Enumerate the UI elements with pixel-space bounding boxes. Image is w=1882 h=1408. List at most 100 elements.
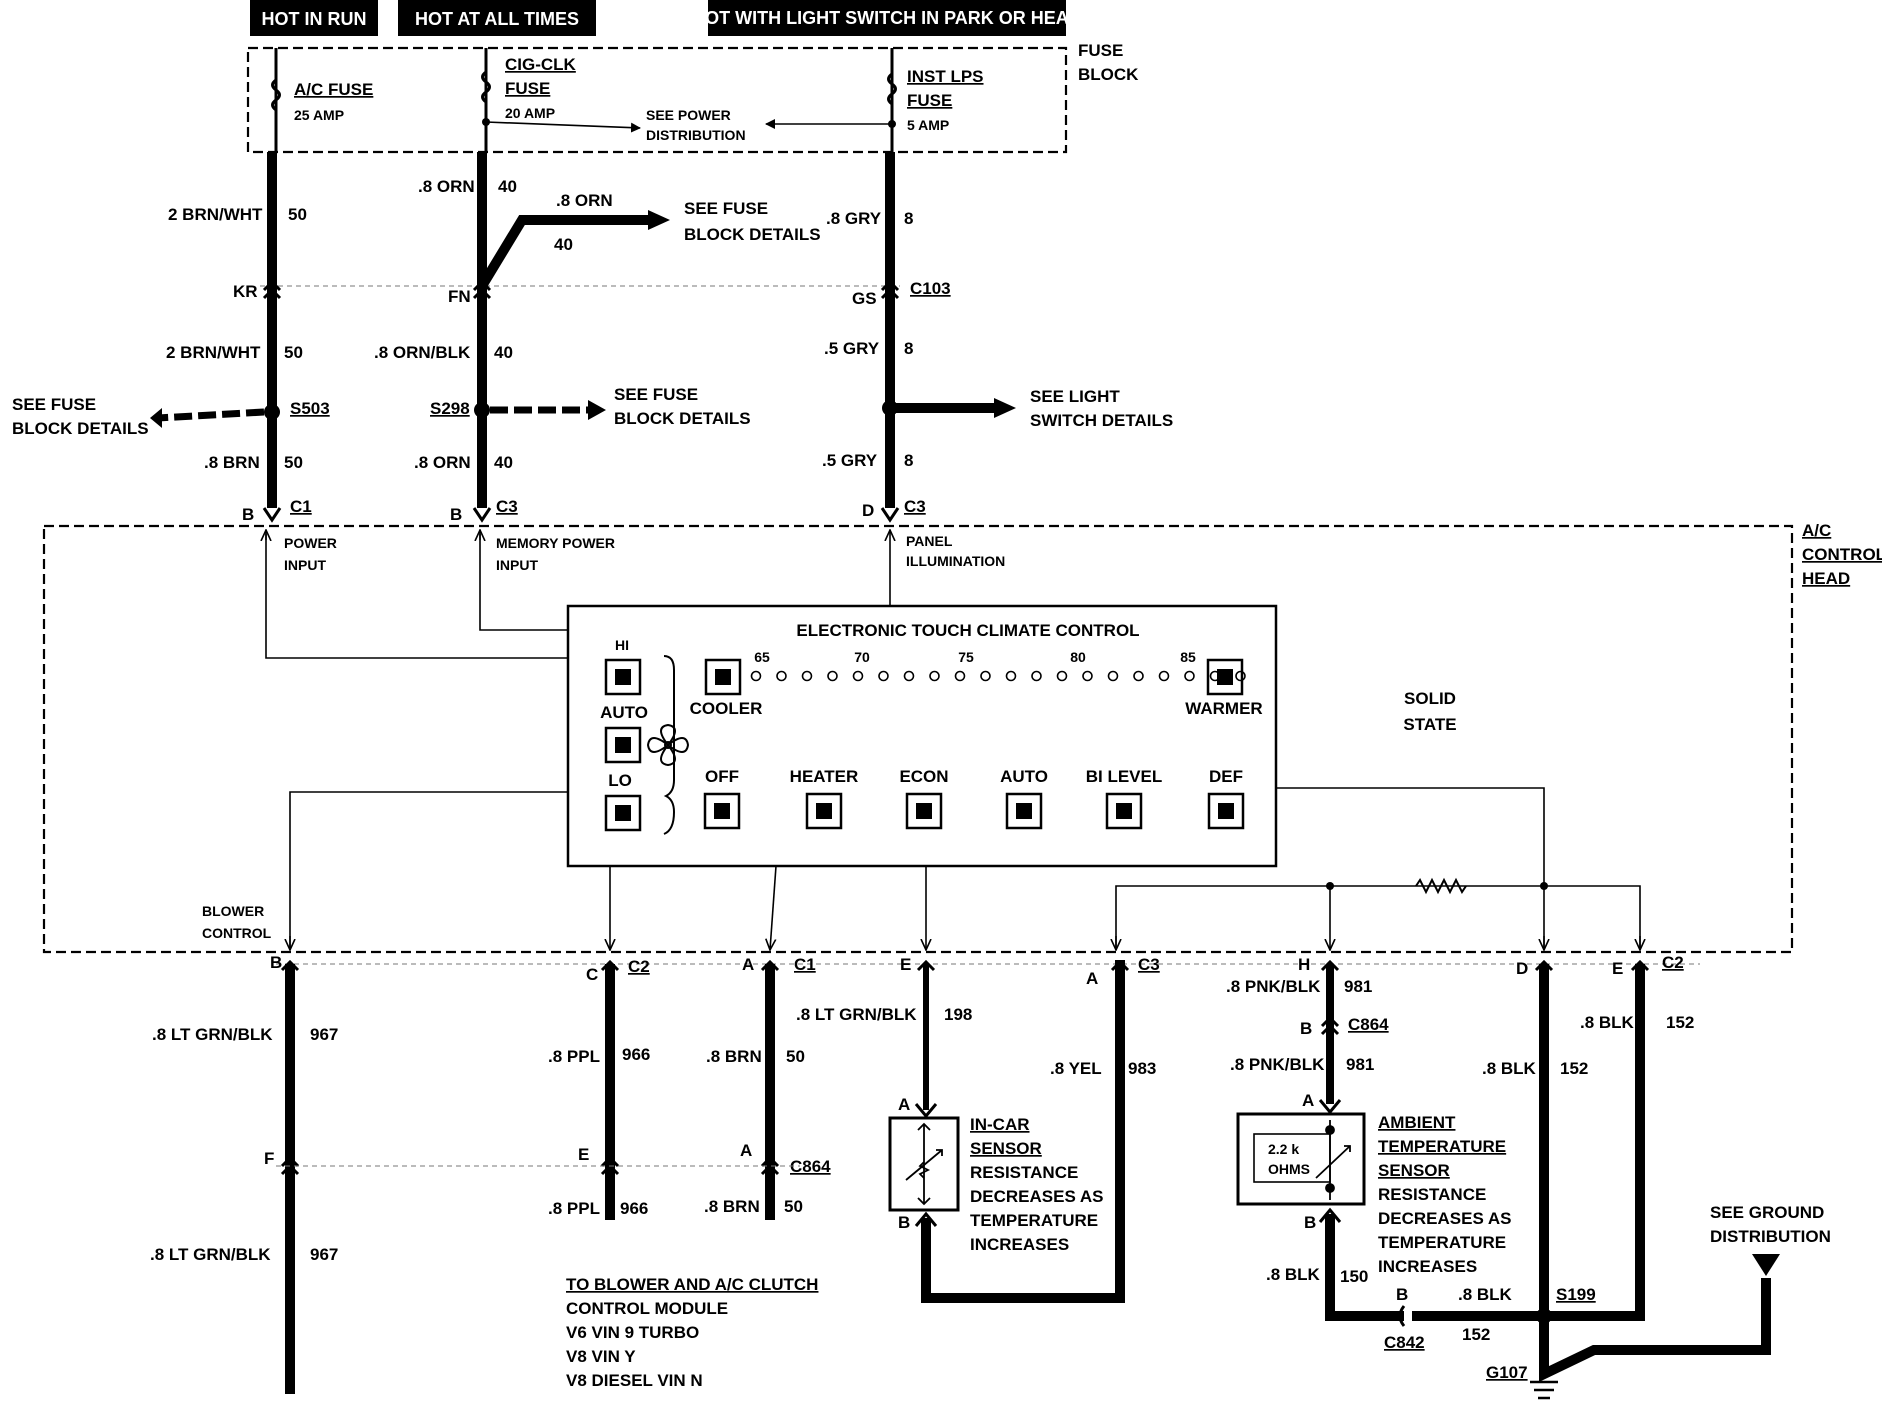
wire-152a-color: .8 BLK <box>1482 1059 1537 1078</box>
hi-label: HI <box>615 637 629 653</box>
s298-arrow <box>588 400 606 420</box>
see-light-1: SEE LIGHT <box>1030 387 1120 406</box>
see-light-2: SWITCH DETAILS <box>1030 411 1173 430</box>
svg-text:HOT AT ALL TIMES: HOT AT ALL TIMES <box>415 9 579 29</box>
warmer-button[interactable] <box>1206 658 1244 696</box>
wire-50a-circuit: 50 <box>786 1047 805 1066</box>
wire-50b-circuit: 50 <box>784 1197 803 1216</box>
see-ground-1: SEE GROUND <box>1710 1203 1824 1222</box>
mode-label-0: OFF <box>705 767 739 786</box>
pin-c-bottom: C <box>586 965 598 984</box>
cooler-label: COOLER <box>690 699 763 718</box>
incar-text-1: IN-CAR <box>970 1115 1030 1134</box>
inst-fuse-amp: 5 AMP <box>907 117 949 133</box>
connector-c1-top: C1 <box>290 497 312 516</box>
wire-3b-circuit: 8 <box>904 339 913 358</box>
ac-fuse-icon <box>271 78 281 112</box>
connector-c103: C103 <box>910 279 951 298</box>
mode-button-5[interactable] <box>1207 792 1245 830</box>
mode-button-2[interactable] <box>905 792 943 830</box>
ground-g107-icon <box>1530 1380 1558 1400</box>
power-input-2: INPUT <box>284 557 326 573</box>
mode-button-4[interactable] <box>1105 792 1143 830</box>
wire-2c-color: .8 ORN <box>414 453 471 472</box>
etcc-panel <box>566 604 1278 868</box>
pin-d: D <box>862 501 874 520</box>
splice-s298-label: S298 <box>430 399 470 418</box>
module-note-2: CONTROL MODULE <box>566 1299 728 1318</box>
wire-150-color: .8 BLK <box>1266 1265 1321 1284</box>
wire-3c-color: .5 GRY <box>822 451 878 470</box>
mode-button-0[interactable] <box>703 792 741 830</box>
pin-a-ambient: A <box>1302 1091 1314 1110</box>
wire-1a-color: 2 BRN/WHT <box>168 205 263 224</box>
wire-967b-color: .8 LT GRN/BLK <box>150 1245 271 1264</box>
wire-150 <box>1325 1214 1404 1321</box>
wire-1b-circuit: 50 <box>284 343 303 362</box>
temp-indicator-dot <box>827 670 838 682</box>
fan-icon <box>646 723 690 767</box>
mode-button-1[interactable] <box>805 792 843 830</box>
connector-c2b-bottom: C2 <box>1662 953 1684 972</box>
solid-state-2: STATE <box>1403 715 1456 734</box>
ambient-text-2: TEMPERATURE <box>1378 1137 1506 1156</box>
inst-fuse-label-1: INST LPS <box>907 67 984 86</box>
mode-button-fill-4 <box>1116 803 1132 819</box>
see-fuse-left-2: BLOCK DETAILS <box>12 419 149 438</box>
wire-981b-color: .8 PNK/BLK <box>1230 1055 1325 1074</box>
svg-text:HOT WITH LIGHT SWITCH IN PARK: HOT WITH LIGHT SWITCH IN PARK OR HEAD <box>692 8 1082 28</box>
ground-g107-label: G107 <box>1486 1363 1528 1382</box>
temp-75: 75 <box>958 649 974 665</box>
mode-button-fill-5 <box>1218 803 1234 819</box>
temp-indicator-dot <box>1133 670 1144 682</box>
cooler-button[interactable] <box>704 658 742 696</box>
incar-text-6: INCREASES <box>970 1235 1069 1254</box>
wire-1a-circuit: 50 <box>288 205 307 224</box>
mode-button-fill-3 <box>1016 803 1032 819</box>
wire-152c-color: .8 BLK <box>1458 1285 1513 1304</box>
cig-fuse-icon <box>481 70 491 104</box>
blower-control-line <box>289 791 568 950</box>
fuse-block-title-1: FUSE <box>1078 41 1123 60</box>
incar-text-4: DECREASES AS <box>970 1187 1104 1206</box>
connector-c864-a: C864 <box>790 1157 831 1176</box>
wire-198-color: .8 LT GRN/BLK <box>796 1005 917 1024</box>
temp-indicator-dot <box>1005 670 1017 682</box>
pin-e-966: E <box>578 1145 589 1164</box>
pin-b-bottom: B <box>270 953 282 972</box>
hi-button[interactable] <box>604 658 642 696</box>
temp-indicator-dot <box>878 670 889 682</box>
wire-3b-color: .5 GRY <box>824 339 880 358</box>
svg-text:HOT IN RUN: HOT IN RUN <box>262 9 367 29</box>
see-fuse-mid-2: BLOCK DETAILS <box>614 409 751 428</box>
wire-3a-circuit: 8 <box>904 209 913 228</box>
sensor-bus-line <box>1115 885 1641 950</box>
lo-button[interactable] <box>604 794 642 832</box>
wire-983 <box>921 960 1125 1303</box>
hot-park-head-tag: HOT WITH LIGHT SWITCH IN PARK OR HEAD <box>692 0 1082 36</box>
s503-arrow <box>150 408 162 428</box>
module-note-1: TO BLOWER AND A/C CLUTCH <box>566 1275 818 1294</box>
wire-panel-illumination <box>885 152 1016 508</box>
auto-fan-label: AUTO <box>600 703 648 722</box>
temp-65: 65 <box>754 649 770 665</box>
pin-e-bottom: E <box>900 955 911 974</box>
wire-967 <box>285 964 295 1394</box>
wire-ac-power <box>267 152 277 508</box>
temp-indicator-dot <box>1082 670 1093 682</box>
temp-indicator-dot <box>929 670 940 682</box>
connector-kr: KR <box>233 282 258 301</box>
ac-fuse-amp: 25 AMP <box>294 107 344 123</box>
auto-fan-button[interactable] <box>604 726 642 764</box>
wire-152-e <box>1544 964 1645 1321</box>
pin-b-ambient: B <box>1304 1213 1316 1232</box>
connector-c864-b: C864 <box>1348 1015 1389 1034</box>
control-head-title-3: HEAD <box>1802 569 1850 588</box>
ambient-text-1: AMBIENT <box>1378 1113 1456 1132</box>
temp-indicator-dot <box>980 670 991 682</box>
connector-c842: C842 <box>1384 1333 1425 1352</box>
wire-3c-circuit: 8 <box>904 451 913 470</box>
splice-light <box>882 400 898 416</box>
mode-button-3[interactable] <box>1005 792 1043 830</box>
pin-a-incar: A <box>898 1095 910 1114</box>
